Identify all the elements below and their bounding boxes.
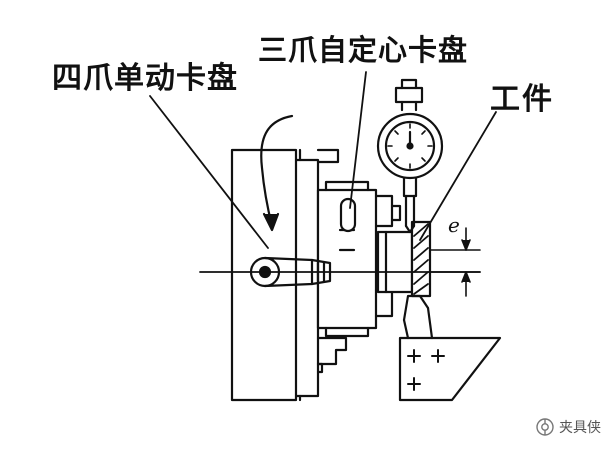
three-jaw-slot: [339, 197, 357, 233]
label-workpiece: 工件: [490, 82, 554, 117]
leader-lines: [149, 71, 497, 249]
wechat-official-account-icon: [536, 418, 554, 436]
watermark: 夹具侠: [536, 417, 601, 437]
leader-workpiece: [419, 111, 497, 241]
label-four-jaw-chuck: 四爪单动卡盘: [52, 61, 238, 96]
watermark-text: 夹具侠: [559, 420, 601, 436]
workpiece-hatch: [413, 223, 429, 295]
eccentricity-dimension: [429, 227, 481, 297]
tool-holder-marks: [407, 349, 445, 391]
label-eccentricity: e: [448, 213, 460, 237]
rotation-arrow: [260, 114, 294, 232]
dial-indicator: [376, 78, 444, 234]
label-three-jaw-chuck: 三爪自定心卡盘: [258, 33, 469, 67]
leader-three-jaw-chuck: [349, 71, 367, 209]
workpiece: [376, 220, 432, 298]
four-jaw-chuck-jaws: [316, 148, 348, 374]
leader-four-jaw-chuck: [149, 95, 269, 249]
tool-holder: [398, 294, 502, 402]
